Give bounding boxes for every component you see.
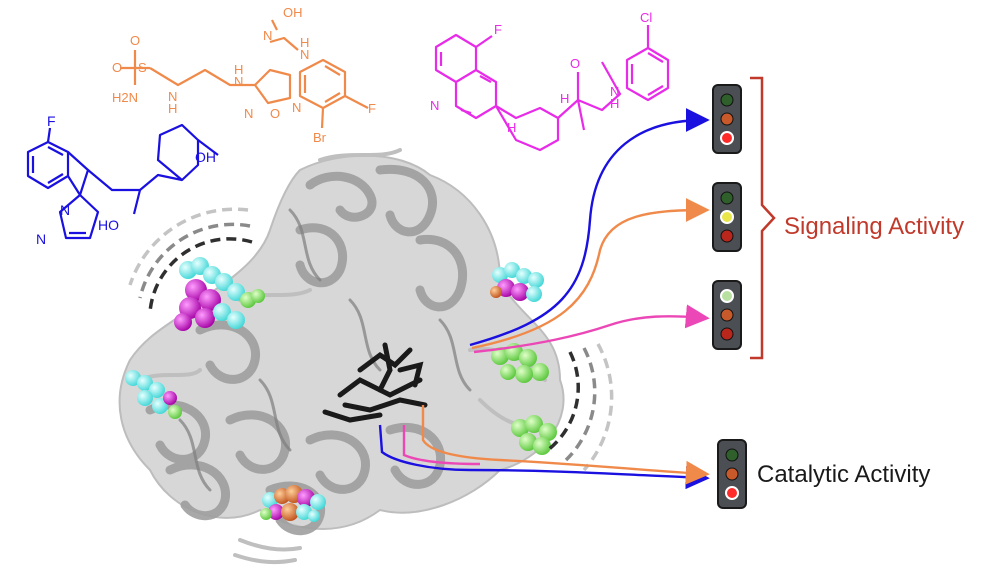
orange-path-signaling	[471, 198, 710, 350]
motion-arcs-right	[546, 343, 614, 472]
traffic-light-catalytic	[717, 439, 747, 509]
light-top	[720, 289, 734, 303]
light-top	[720, 191, 734, 205]
atom-n: N	[60, 202, 70, 218]
atom-h: H	[507, 120, 516, 135]
atom-n: N	[610, 84, 619, 99]
atom-n: N	[36, 231, 46, 247]
orange-ligand-structure	[120, 19, 369, 129]
atom-h: H	[560, 91, 569, 106]
pink-path-signaling	[473, 304, 710, 354]
bound-ligands	[322, 342, 428, 423]
blue-path-catalytic	[378, 424, 710, 490]
signaling-activity-label: Signaling Activity	[784, 213, 964, 240]
cluster-upper-right	[490, 262, 544, 302]
atom-o: O	[270, 106, 280, 121]
atom-n: N	[234, 74, 243, 89]
light-middle	[720, 112, 734, 126]
traffic-light-signaling-2	[712, 182, 742, 252]
light-bottom	[720, 229, 734, 243]
atom-o: O	[112, 60, 122, 75]
light-bottom	[720, 327, 734, 341]
magenta-ligand-atoms: F N H H O N H Cl	[430, 10, 652, 135]
atom-br: Br	[313, 130, 327, 145]
orange-path-catalytic	[421, 405, 710, 485]
atom-h: H	[234, 62, 243, 77]
allosteric-paths	[378, 108, 710, 490]
atom-o: O	[570, 56, 580, 71]
orange-ligand-atoms: OH N H N H N O S O H2N N H N O N Br F	[112, 5, 376, 145]
atom-oh: OH	[195, 149, 216, 165]
atom-n: N	[244, 106, 253, 121]
atom-f: F	[494, 22, 502, 37]
blue-ligand-structure	[26, 123, 219, 240]
atom-oh: OH	[283, 5, 303, 20]
cluster-left	[125, 370, 182, 419]
light-bottom	[720, 131, 734, 145]
blue-ligand-atoms: F N N HO OH	[36, 113, 216, 247]
light-bottom	[725, 486, 739, 500]
light-middle	[725, 467, 739, 481]
signaling-bracket	[750, 76, 776, 360]
atom-o: O	[130, 33, 140, 48]
atom-n: N	[300, 47, 309, 62]
cluster-upper-left	[174, 257, 265, 331]
cluster-bottom	[260, 485, 326, 522]
light-middle	[720, 210, 734, 224]
atom-h: H	[168, 101, 177, 116]
atom-f: F	[47, 113, 56, 129]
atom-h: H	[300, 35, 309, 50]
magenta-ligand-structure	[434, 25, 670, 152]
light-middle	[720, 308, 734, 322]
light-top	[720, 93, 734, 107]
atom-n: N	[430, 98, 439, 113]
pink-path-catalytic	[402, 425, 481, 466]
blue-path-signaling	[469, 108, 710, 347]
atom-ho: HO	[98, 217, 119, 233]
atom-n: N	[263, 28, 272, 43]
atom-h: H	[610, 96, 619, 111]
light-top	[725, 448, 739, 462]
atom-s: S	[138, 60, 147, 75]
traffic-light-signaling-3	[712, 280, 742, 350]
atom-n: N	[292, 100, 301, 115]
atom-n: N	[168, 89, 177, 104]
atom-cl: Cl	[640, 10, 652, 25]
atom-f: F	[368, 101, 376, 116]
atom-h2n: H2N	[112, 90, 138, 105]
motion-arcs-left	[128, 207, 253, 313]
traffic-light-signaling-1	[712, 84, 742, 154]
catalytic-activity-label: Catalytic Activity	[757, 461, 930, 488]
